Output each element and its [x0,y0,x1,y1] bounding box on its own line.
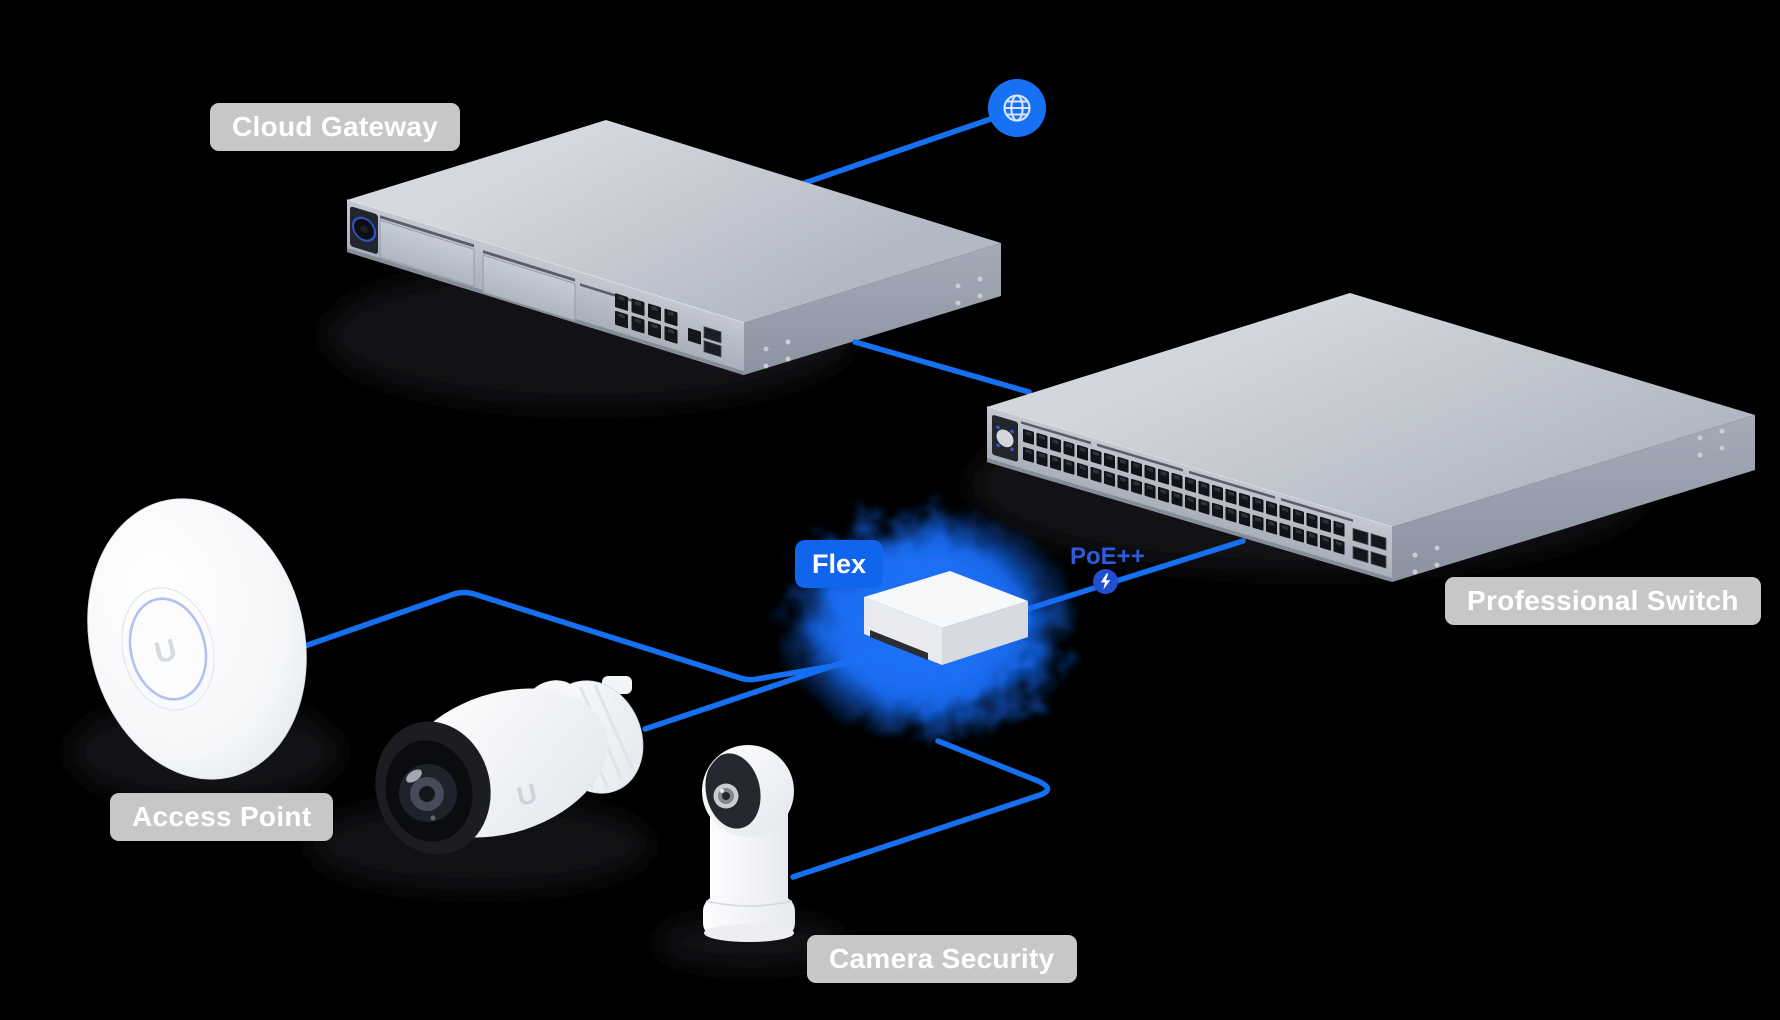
cloud-gateway-device [346,120,1001,376]
bullet-camera-device: U [375,676,644,855]
label-flex: Flex [795,540,884,588]
flex-device [864,571,1028,665]
connection-line-flex-access-point [299,589,889,683]
label-poe: PoE++ [1070,543,1145,570]
lightning-icon [1100,573,1111,590]
pole-camera-device [702,745,795,942]
label-cloud-gateway: Cloud Gateway [210,103,461,151]
connection-line-gateway-switch [852,339,1032,395]
professional-switch-device [986,293,1755,582]
gateway-port-block [615,293,678,344]
label-access-point: Access Point [110,793,334,841]
gateway-screws [763,276,983,369]
connection-line-internet-gateway [787,108,1017,191]
poe-power-badge [1093,569,1118,594]
access-point-device: U [87,498,307,780]
globe-icon [1003,94,1031,122]
label-camera-security: Camera Security [807,935,1077,983]
switch-screws [1412,428,1725,575]
internet-badge [988,79,1046,137]
switch-port-block [1023,428,1345,555]
label-professional-switch: Professional Switch [1445,577,1761,625]
connection-line-flex-pole-camera [790,738,1051,880]
